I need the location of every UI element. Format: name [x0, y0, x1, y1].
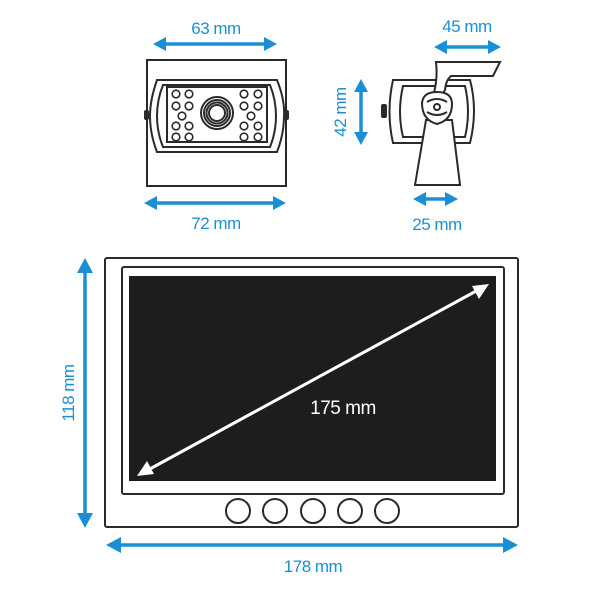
mount-knob-right	[284, 110, 289, 120]
arrow-up-icon	[354, 79, 368, 92]
dimension-175mm: 175 mm	[137, 284, 489, 476]
monitor-button-4	[337, 498, 363, 524]
dimension-72mm: 72 mm	[144, 196, 286, 233]
dimension-label: 25 mm	[412, 215, 462, 234]
dimension-label: 63 mm	[191, 19, 241, 38]
monitor-view: 175 mm 118 mm 178 mm	[59, 257, 519, 576]
camera-hood	[148, 79, 286, 153]
arrow-down-icon	[354, 132, 368, 145]
arrow-left-icon	[434, 40, 447, 54]
camera-side-view: 45 mm 42 mm 25 mm	[331, 17, 502, 234]
monitor-button-2	[262, 498, 288, 524]
camera-front-view: 63 mm	[144, 19, 289, 233]
arrow-up-icon	[77, 258, 93, 273]
led-array-left	[171, 89, 194, 142]
arrow-right-icon	[503, 537, 518, 553]
camera-panel	[166, 86, 268, 143]
dimension-118mm: 118 mm	[59, 258, 93, 528]
arrow-left-icon	[153, 37, 166, 51]
camera-hood-inner	[155, 84, 278, 148]
monitor-bezel	[121, 266, 505, 495]
diagonal-arrow-line	[147, 288, 479, 472]
dimension-label: 118 mm	[59, 364, 78, 421]
side-knob	[381, 104, 387, 118]
monitor-button-5	[374, 498, 400, 524]
pivot-joint-icon	[420, 90, 454, 126]
dimension-178mm: 178 mm	[106, 537, 518, 576]
dimension-63mm: 63 mm	[153, 19, 277, 51]
arrow-right-icon	[488, 40, 501, 54]
camera-lens-icon	[200, 96, 234, 130]
camera-side-inner	[399, 85, 469, 138]
arrow-left-icon	[144, 196, 157, 210]
arrow-right-icon	[273, 196, 286, 210]
dimension-42mm: 42 mm	[331, 79, 368, 145]
led-array-right	[239, 89, 263, 142]
monitor-buttons	[225, 498, 400, 524]
dimension-label: 45 mm	[442, 17, 492, 36]
arrow-down-icon	[77, 513, 93, 528]
diagonal-label: 175 mm	[310, 398, 376, 419]
monitor-button-3	[300, 498, 326, 524]
monitor-button-1	[225, 498, 251, 524]
arrow-up-right-icon	[472, 284, 489, 299]
arrow-right-icon	[264, 37, 277, 51]
dimension-label: 178 mm	[284, 557, 343, 576]
dimension-label: 72 mm	[191, 214, 241, 233]
mount-knob-left	[144, 110, 149, 120]
arrow-down-left-icon	[137, 461, 154, 476]
dimension-45mm: 45 mm	[434, 17, 501, 54]
dimension-label: 42 mm	[331, 87, 350, 137]
mount-bracket	[431, 61, 502, 100]
arrow-right-icon	[445, 192, 458, 206]
arrow-left-icon	[106, 537, 121, 553]
dimension-25mm: 25 mm	[412, 192, 463, 234]
arrow-left-icon	[413, 192, 426, 206]
